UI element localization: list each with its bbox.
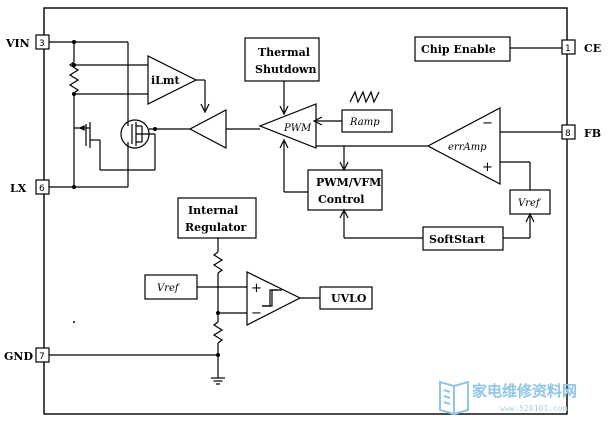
pin-fb-number: 8 bbox=[565, 129, 571, 139]
uvlo-label: UVLO bbox=[331, 292, 367, 305]
pwm-vfm-label-1: PWM/VFM bbox=[316, 176, 381, 189]
ilmt-label: iLmt bbox=[151, 74, 181, 87]
vref-erramp-label: Vref bbox=[518, 198, 542, 209]
uvlo-divider bbox=[211, 238, 247, 385]
pin-ce-number: 1 bbox=[565, 44, 571, 54]
err-amp-minus-sign: − bbox=[482, 116, 493, 131]
pin-fb: 8 FB bbox=[561, 124, 601, 140]
uvlo-minus-sign: − bbox=[251, 306, 262, 321]
pwm-comparator: PWM bbox=[258, 103, 317, 149]
pwm-vfm-label-2: Control bbox=[318, 193, 364, 206]
pwm-vfm-control-block: PWM/VFM Control bbox=[279, 138, 383, 211]
pin-lx-number: 6 bbox=[39, 184, 45, 194]
book-logo-icon bbox=[439, 380, 469, 416]
ramp-label: Ramp bbox=[349, 117, 380, 128]
ilmt-comparator: iLmt bbox=[147, 55, 210, 114]
pin-ce: 1 CE bbox=[561, 39, 601, 55]
vref-uvlo-block: Vref bbox=[144, 274, 247, 300]
pin-gnd: GND 7 bbox=[4, 347, 50, 363]
pin-vin-number: 3 bbox=[39, 39, 45, 49]
ramp-generator: Ramp bbox=[312, 90, 393, 133]
softstart-label: SoftStart bbox=[429, 233, 486, 246]
internal-regulator-block: Internal Regulator bbox=[177, 197, 257, 239]
thermal-shutdown-block: Thermal Shutdown bbox=[244, 37, 320, 116]
uvlo-block: UVLO bbox=[319, 286, 373, 310]
vref-erramp-block: Vref bbox=[509, 189, 551, 215]
internal-regulator-label-2: Regulator bbox=[185, 221, 247, 234]
chip-enable-label: Chip Enable bbox=[421, 43, 496, 56]
watermark-url-text: www.520101.com bbox=[500, 404, 568, 413]
gate-driver bbox=[188, 109, 260, 149]
vref-uvlo-label: Vref bbox=[157, 283, 181, 294]
pin-gnd-number: 7 bbox=[39, 352, 45, 362]
uvlo-comparator: + − bbox=[246, 271, 320, 326]
pin-vin-label: VIN bbox=[5, 37, 30, 50]
pin-gnd-label: GND bbox=[4, 350, 33, 363]
pin-ce-box bbox=[561, 39, 576, 55]
pin-lx: LX 6 bbox=[10, 179, 50, 195]
pin-lx-label: LX bbox=[10, 182, 27, 195]
pin-fb-label: FB bbox=[584, 127, 601, 140]
err-amp-plus-sign: + bbox=[482, 160, 493, 175]
pin-ce-label: CE bbox=[584, 42, 601, 55]
pwm-label: PWM bbox=[283, 123, 312, 134]
power-path-wires bbox=[49, 40, 218, 356]
thermal-shutdown-label-2: Shutdown bbox=[255, 63, 317, 76]
err-amp-label: errAmp bbox=[448, 142, 487, 153]
uvlo-plus-sign: + bbox=[251, 281, 262, 296]
chip-enable-block: Chip Enable bbox=[414, 36, 562, 62]
stray-dot bbox=[73, 321, 75, 323]
thermal-shutdown-label-1: Thermal bbox=[258, 46, 310, 59]
power-switch-fet bbox=[120, 112, 190, 170]
watermark-cn-text: 家电维修资料网 bbox=[472, 382, 577, 400]
pin-vin: VIN 3 bbox=[5, 34, 50, 50]
error-amplifier: errAmp − + bbox=[316, 107, 562, 190]
internal-regulator-label-1: Internal bbox=[188, 204, 238, 217]
softstart-block: SoftStart bbox=[339, 208, 535, 251]
watermark: 家电维修资料网 www.520101.com bbox=[439, 380, 577, 416]
chip-outline bbox=[43, 7, 568, 415]
